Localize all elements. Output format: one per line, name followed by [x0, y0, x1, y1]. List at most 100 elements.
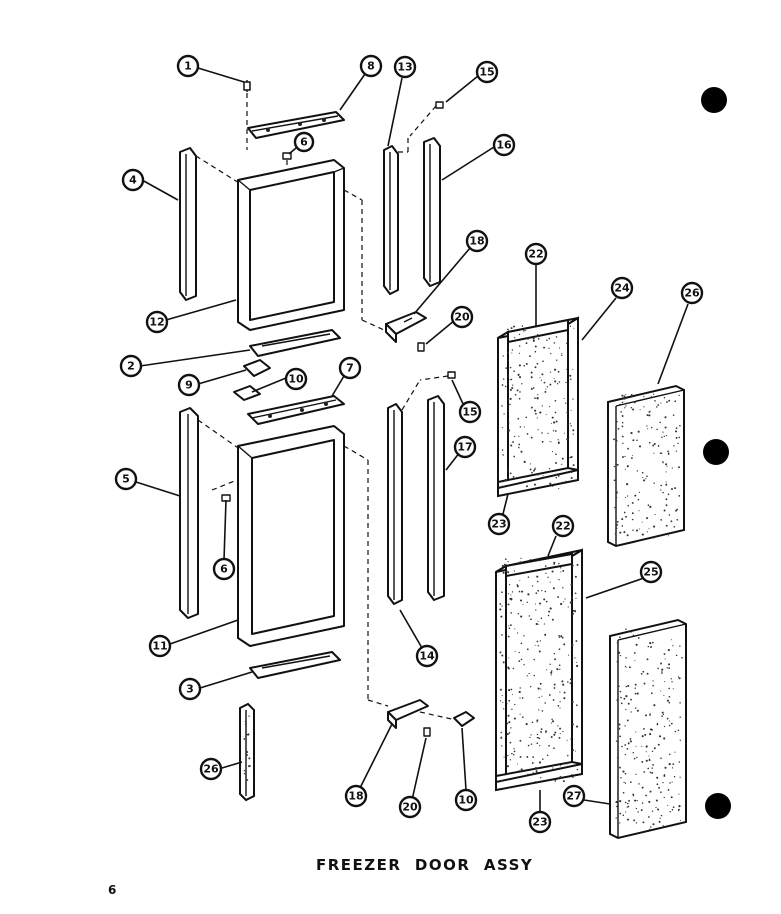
foam-speckle — [526, 433, 529, 435]
foam-speckle — [518, 364, 521, 367]
foam-speckle — [500, 736, 503, 739]
foam-speckle — [637, 637, 640, 639]
foam-speckle — [565, 564, 567, 566]
foam-speckle — [653, 452, 655, 454]
foam-speckle — [627, 447, 629, 450]
foam-speckle — [551, 416, 554, 419]
foam-speckle — [678, 805, 681, 808]
foam-speckle — [632, 795, 635, 797]
foam-speckle — [530, 734, 532, 736]
foam-speckle — [243, 738, 246, 740]
foam-speckle — [636, 692, 639, 695]
foam-speckle — [549, 663, 551, 666]
foam-speckle — [656, 723, 659, 726]
foam-speckle — [662, 781, 664, 784]
foam-speckle — [662, 825, 665, 827]
foam-speckle — [656, 783, 659, 786]
foam-speckle — [549, 371, 552, 373]
foam-speckle — [546, 669, 548, 671]
foam-speckle — [528, 615, 531, 617]
foam-speckle — [532, 772, 535, 774]
foam-speckle — [544, 390, 547, 393]
callout-26-upper-label: 26 — [684, 287, 700, 300]
foam-speckle — [507, 429, 510, 432]
callout-23-upper-label: 23 — [491, 518, 506, 531]
foam-speckle — [646, 517, 649, 520]
foam-speckle — [509, 403, 511, 406]
foam-speckle — [506, 702, 508, 705]
foam-speckle — [531, 721, 534, 724]
foam-speckle — [245, 775, 247, 778]
foam-speckle — [520, 768, 523, 771]
foam-speckle — [647, 645, 650, 648]
foam-speckle — [625, 811, 627, 813]
foam-speckle — [501, 695, 503, 697]
foam-speckle — [615, 473, 617, 475]
foam-speckle — [625, 628, 627, 630]
callout-27-label: 27 — [566, 790, 581, 803]
foam-speckle — [530, 406, 533, 409]
foam-speckle — [499, 688, 502, 691]
foam-speckle — [507, 359, 509, 362]
foam-speckle — [617, 652, 620, 655]
foam-speckle — [542, 360, 544, 363]
foam-speckle — [549, 769, 551, 771]
foam-speckle — [501, 564, 504, 568]
foam-speckle — [613, 438, 615, 441]
foam-speckle — [616, 805, 618, 808]
callout-23-upper: 23 — [487, 512, 511, 536]
foam-speckle — [653, 747, 656, 750]
callout-27: 27 — [562, 784, 586, 808]
foam-speckle — [562, 780, 565, 783]
foam-speckle — [675, 436, 678, 439]
foam-speckle — [543, 598, 546, 601]
foam-speckle — [535, 609, 537, 611]
foam-speckle — [501, 634, 503, 636]
callout-22-lower-label: 22 — [555, 520, 570, 533]
foam-speckle — [507, 375, 510, 377]
foam-speckle — [628, 666, 631, 669]
foam-speckle — [533, 674, 536, 677]
foam-speckle — [499, 652, 501, 654]
callout-14-label: 14 — [419, 650, 435, 663]
foam-speckle — [547, 432, 549, 435]
foam-speckle — [508, 583, 511, 586]
foam-speckle — [658, 820, 661, 823]
foam-speckle — [525, 342, 528, 345]
foam-speckle — [554, 731, 557, 734]
foam-speckle — [516, 585, 519, 588]
foam-speckle — [634, 707, 637, 709]
foam-speckle — [670, 722, 673, 725]
foam-speckle — [630, 394, 633, 396]
callout-22-upper: 22 — [524, 242, 548, 266]
foam-speckle — [615, 740, 618, 742]
foam-speckle — [641, 745, 643, 747]
foam-speckle — [663, 509, 666, 512]
foam-speckle — [572, 464, 575, 467]
foam-speckle — [504, 652, 506, 654]
breaker-frame-lower-part-25 — [495, 548, 583, 792]
foam-speckle — [655, 799, 658, 802]
foam-speckle — [507, 754, 509, 757]
foam-speckle — [518, 660, 521, 662]
foam-speckle — [679, 424, 681, 427]
foam-speckle — [559, 691, 561, 693]
foam-speckle — [509, 379, 511, 381]
foam-speckle — [569, 456, 571, 459]
foam-speckle — [625, 666, 627, 668]
foam-speckle — [666, 667, 668, 669]
callout-16-label: 16 — [496, 139, 512, 152]
foam-speckle — [648, 759, 651, 762]
foam-speckle — [553, 733, 556, 736]
callout-6-upper-label: 6 — [300, 136, 308, 149]
foam-speckle — [508, 667, 510, 670]
foam-speckle — [669, 782, 671, 784]
foam-speckle — [518, 376, 522, 379]
foam-speckle — [540, 379, 542, 381]
foam-speckle — [518, 435, 520, 437]
foam-speckle — [651, 750, 654, 752]
callout-15-upper: 15 — [475, 60, 499, 84]
foam-speckle — [509, 472, 512, 475]
callout-7-label: 7 — [346, 362, 354, 375]
foam-speckle — [666, 401, 668, 403]
